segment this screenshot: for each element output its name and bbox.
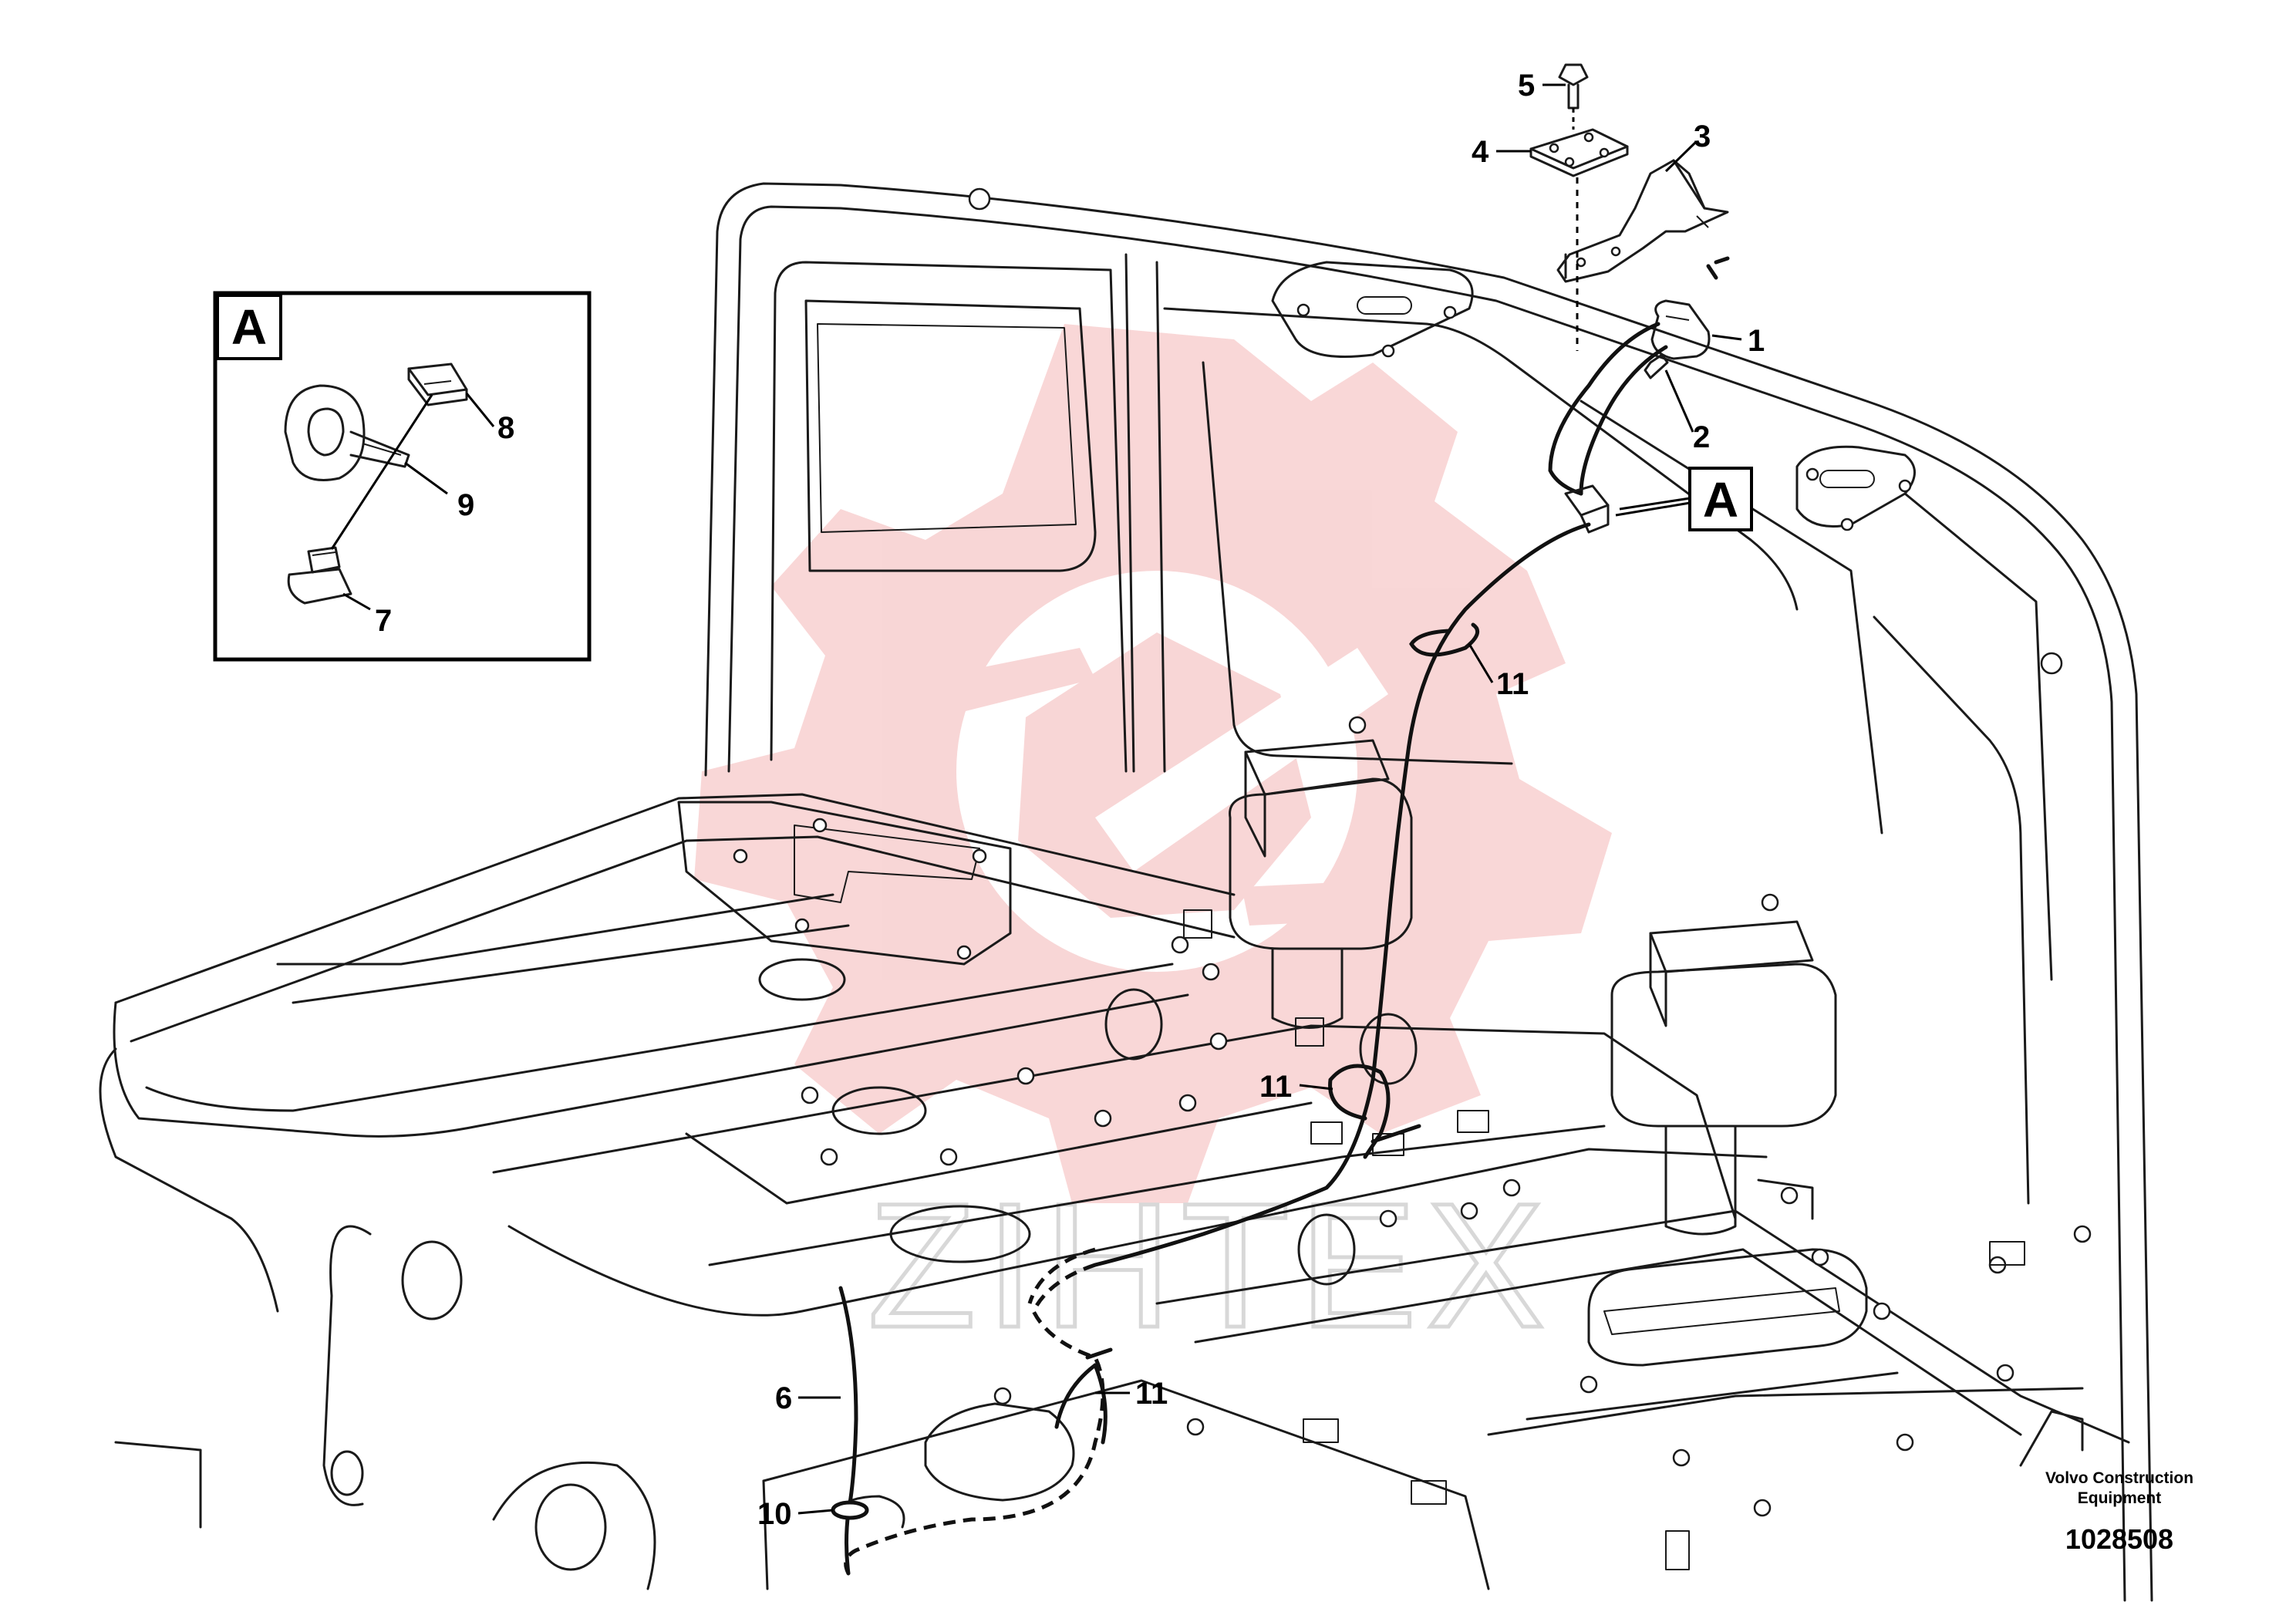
credit-block: Volvo Construction Equipment 1028508: [2045, 1469, 2193, 1555]
callout-7: 7: [375, 604, 392, 638]
callout-3: 3: [1694, 120, 1711, 153]
callout-2: 2: [1693, 420, 1710, 454]
callout-8: 8: [497, 411, 514, 445]
credit-line-2: Equipment: [2078, 1489, 2162, 1507]
watermark-logo: [694, 324, 1612, 1203]
callout-11-middle: 11: [1259, 1070, 1292, 1104]
sensor-cable: [831, 522, 1591, 1576]
detail-a-inset: A: [213, 291, 592, 662]
lower-frame: [99, 793, 2130, 1590]
callout-9: 9: [457, 488, 474, 522]
exploded-bracket-assembly: [1529, 63, 1730, 534]
watermark-text: ZIHTEX: [868, 1166, 1554, 1364]
callout-10: 10: [757, 1497, 792, 1531]
callout-11-upper: 11: [1496, 667, 1529, 701]
callout-1: 1: [1748, 324, 1765, 358]
callouts: A 5 4 3 1 2 11 11 11 6 10 8 9 7: [342, 69, 1765, 1531]
document-number: 1028508: [2065, 1523, 2173, 1555]
callout-5: 5: [1518, 69, 1535, 103]
mounting-blocks: [1229, 716, 1837, 1236]
callout-4: 4: [1472, 135, 1489, 169]
callout-11-lower: 11: [1135, 1377, 1168, 1411]
detail-a-marker-label: A: [1703, 472, 1738, 528]
callout-6: 6: [775, 1381, 792, 1415]
credit-line-1: Volvo Construction: [2045, 1469, 2193, 1487]
upper-frame: [704, 182, 2153, 1602]
detail-a-label: A: [231, 299, 267, 355]
